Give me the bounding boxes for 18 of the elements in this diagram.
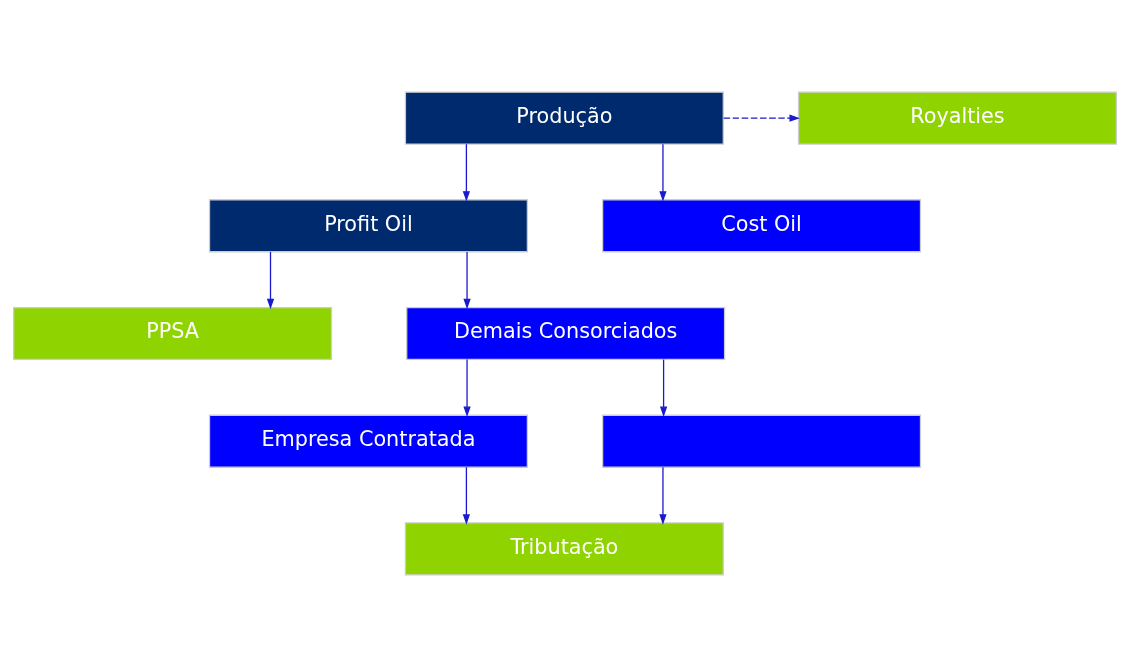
node-box: Empresa Contratada (208, 414, 529, 468)
arrow (266, 250, 275, 309)
arrow (463, 358, 471, 417)
node-box: Produção (404, 91, 724, 145)
arrow (463, 250, 471, 309)
node-box: Cost Oil (601, 198, 922, 252)
arrow (659, 143, 667, 202)
node-box: Demais Consorciados (406, 306, 726, 360)
arrow (659, 466, 667, 525)
node-box: Royalties (797, 91, 1118, 145)
arrow (462, 143, 471, 202)
arrow (723, 114, 800, 122)
node-box: PPSA (12, 306, 333, 360)
arrow (659, 358, 668, 417)
node-box (601, 414, 922, 468)
node-box: Tributação (404, 521, 724, 575)
node-box: Profit Oil (208, 198, 529, 252)
arrow (462, 466, 471, 525)
